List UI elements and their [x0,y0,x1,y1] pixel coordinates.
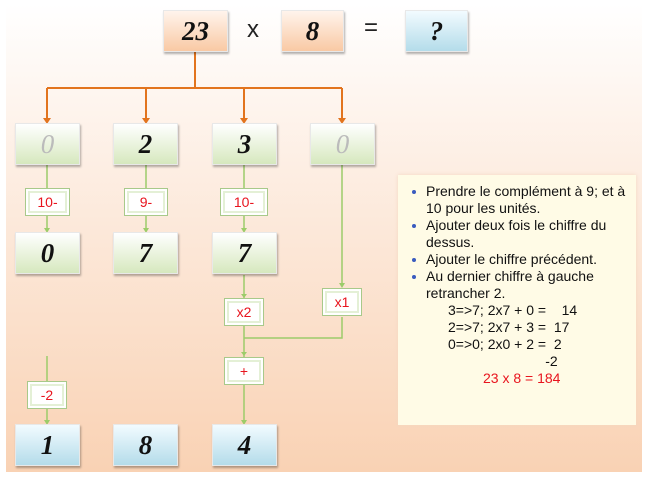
multiplicand-box: 23 [163,10,228,52]
op-label-minus-2: -2 [27,381,67,409]
digit-box-trailing-zero: 0 [310,123,375,165]
complement-box-7a: 7 [113,232,178,274]
op-label-10-minus: 10- [25,188,70,216]
op-label-plus: + [224,357,264,385]
instruction-item: Prendre le complément à 9; et à 10 pour … [408,183,630,217]
op-label-times-2: x2 [224,298,264,326]
complement-box-0: 0 [15,232,80,274]
final-result: 23 x 8 = 184 [483,370,561,386]
digit-box-leading-zero: 0 [15,123,80,165]
multiplier-box: 8 [281,10,344,52]
instruction-item: Ajouter le chiffre précédent. [408,251,630,268]
times-sign: x [247,16,259,43]
op-label-10-minus-units: 10- [220,188,268,216]
instructions-panel: Prendre le complément à 9; et à 10 pour … [398,175,636,425]
calc-line: 2=>7; 2x7 + 3 = 17 [448,319,570,335]
instruction-item: Au dernier chiffre à gauche retrancher 2… [408,268,630,302]
result-digit-4: 4 [212,424,277,466]
result-digit-8: 8 [113,424,178,466]
op-label-times-1: x1 [322,288,362,316]
calc-line: -2 [448,353,558,369]
digit-box-2: 2 [113,123,178,165]
calc-line: 3=>7; 2x7 + 0 = 14 [448,302,578,318]
result-digit-1: 1 [15,424,80,466]
calc-line: 0=>0; 2x0 + 2 = 2 [448,336,562,352]
digit-box-3: 3 [212,123,277,165]
instruction-item: Ajouter deux fois le chiffre du dessus. [408,217,630,251]
complement-box-7b: 7 [212,232,277,274]
result-box: ? [405,10,468,52]
op-label-9-minus: 9- [124,188,168,216]
equals-sign: = [364,14,379,41]
